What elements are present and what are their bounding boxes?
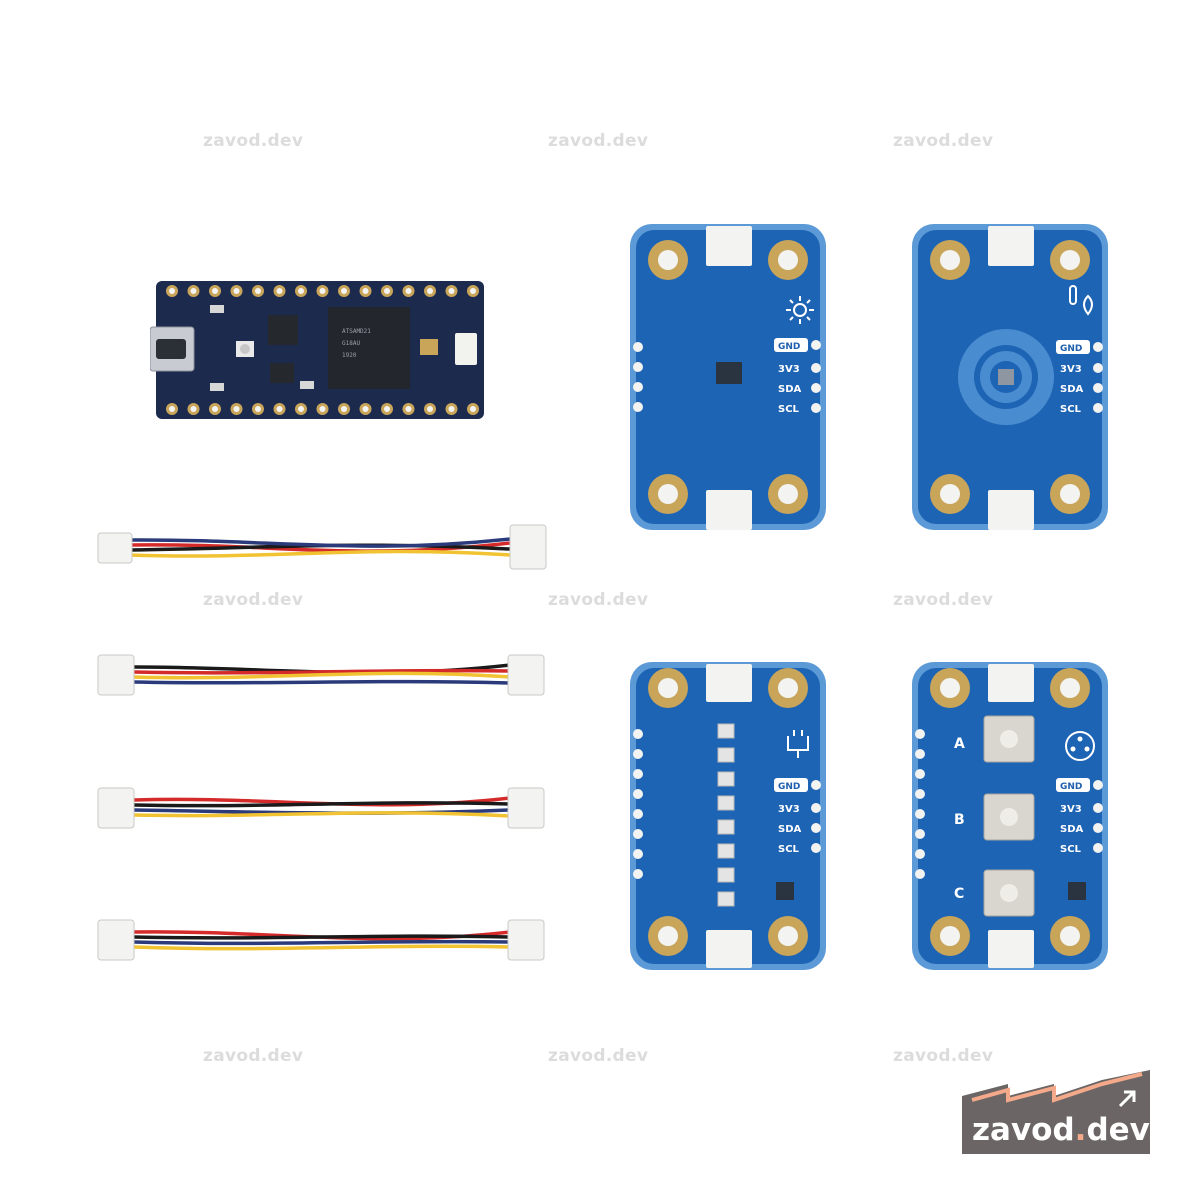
plug-icon <box>787 730 809 758</box>
header-pin-hole <box>169 406 175 412</box>
header-pin-hole <box>233 406 240 412</box>
svg-text:SDA: SDA <box>1060 384 1084 395</box>
watermark: zavod.dev <box>893 1046 994 1066</box>
chip-marking: ATSAMD21 G18AU 1920 <box>342 328 371 359</box>
cable-2 <box>97 654 545 696</box>
watermark: zavod.dev <box>203 131 304 151</box>
svg-text:SCL: SCL <box>778 844 800 855</box>
pin-labels: GND 3V3 SDA SCL <box>1056 340 1090 415</box>
module-environment-sensor: GND 3V3 SDA SCL <box>912 224 1108 530</box>
svg-text:3V3: 3V3 <box>1060 804 1082 815</box>
header-pin-hole <box>384 288 390 294</box>
header-pin-hole <box>362 406 369 412</box>
header-pin-hole <box>341 406 347 412</box>
cable-4 <box>97 919 545 961</box>
header-pin-hole <box>255 406 261 412</box>
header-pin-hole <box>448 406 455 412</box>
cable-3 <box>97 787 545 829</box>
header-pin-hole <box>276 406 283 412</box>
header-pin-hole <box>319 406 326 412</box>
svg-text:SDA: SDA <box>778 384 802 395</box>
tactile-button-a <box>983 715 1035 763</box>
watermark: zavod.dev <box>893 590 994 610</box>
watermark: zavod.dev <box>548 590 649 610</box>
svg-text:SCL: SCL <box>778 404 800 415</box>
header-pin-hole <box>169 288 175 294</box>
header-pin-hole <box>448 288 455 294</box>
svg-text:3V3: 3V3 <box>778 804 800 815</box>
microcontroller-board: ATSAMD21 G18AU 1920 <box>150 281 484 419</box>
cable-1 <box>97 524 547 570</box>
header-pin-hole <box>190 406 197 412</box>
svg-text:GND: GND <box>1060 344 1082 354</box>
button-label-a: A <box>954 736 965 752</box>
header-pin-hole <box>212 288 218 294</box>
svg-text:GND: GND <box>1060 782 1082 792</box>
svg-text:ATSAMD21: ATSAMD21 <box>342 328 371 335</box>
svg-text:SCL: SCL <box>1060 844 1082 855</box>
svg-text:3V3: 3V3 <box>1060 364 1082 375</box>
header-pin-hole <box>427 288 433 294</box>
watermark: zavod.dev <box>893 131 994 151</box>
header-pin-hole <box>298 288 304 294</box>
button-label-c: C <box>954 886 964 902</box>
svg-text:GND: GND <box>778 342 800 352</box>
tactile-button-b <box>983 793 1035 841</box>
header-pin-hole <box>362 288 369 294</box>
thermometer-droplet-icon <box>1069 285 1093 316</box>
svg-text:zavod.dev: zavod.dev <box>972 1112 1150 1148</box>
sun-icon <box>786 296 814 324</box>
header-pin-hole <box>427 406 433 412</box>
logo-tld: dev <box>1086 1112 1149 1148</box>
module-buttons: A B C GND 3V3 SDA SCL <box>912 662 1108 970</box>
header-pin-hole <box>233 288 240 294</box>
svg-text:SCL: SCL <box>1060 404 1082 415</box>
header-pin-hole <box>405 288 412 294</box>
header-pin-hole <box>212 406 218 412</box>
header-pin-hole <box>190 288 197 294</box>
watermark: zavod.dev <box>203 590 304 610</box>
watermark: zavod.dev <box>548 131 649 151</box>
module-light-sensor: GND 3V3 SDA SCL <box>630 224 826 530</box>
module-pixels: GND 3V3 SDA SCL <box>630 662 826 970</box>
button-label-b: B <box>954 812 965 828</box>
joystick-icon <box>1065 731 1095 761</box>
logo-brand: zavod <box>972 1112 1075 1148</box>
pin-labels: GND 3V3 SDA SCL <box>774 338 808 415</box>
logo-dot: . <box>1075 1112 1087 1148</box>
header-pin-hole <box>384 406 390 412</box>
header-pin-hole <box>470 406 476 412</box>
watermark: zavod.dev <box>203 1046 304 1066</box>
svg-text:3V3: 3V3 <box>778 364 800 375</box>
pin-labels: GND 3V3 SDA SCL <box>1056 778 1090 855</box>
header-pin-hole <box>276 288 283 294</box>
svg-text:G18AU: G18AU <box>342 340 360 347</box>
header-pin-hole <box>470 288 476 294</box>
svg-text:1920: 1920 <box>342 352 357 359</box>
arrow-icon <box>1118 1090 1136 1108</box>
header-pin-hole <box>405 406 412 412</box>
pin-labels: GND 3V3 SDA SCL <box>774 778 808 855</box>
header-pin-hole <box>319 288 326 294</box>
svg-text:GND: GND <box>778 782 800 792</box>
tactile-button-c <box>983 869 1035 917</box>
svg-text:SDA: SDA <box>778 824 802 835</box>
brand-logo: zavod.dev <box>962 1070 1150 1154</box>
header-pin-hole <box>298 406 304 412</box>
svg-text:SDA: SDA <box>1060 824 1084 835</box>
header-pin-hole <box>341 288 347 294</box>
header-pin-hole <box>255 288 261 294</box>
watermark: zavod.dev <box>548 1046 649 1066</box>
